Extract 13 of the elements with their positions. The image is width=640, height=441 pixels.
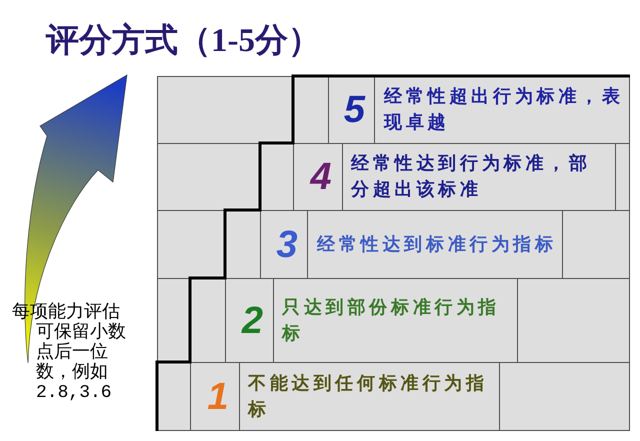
empty-cell: [562, 210, 630, 279]
score-cell: 3: [260, 210, 308, 279]
score-cell: 4: [293, 143, 343, 211]
description-cell: 只达到部份标准行为指标: [273, 278, 518, 363]
score-cell: 1: [190, 362, 240, 431]
description-cell: 经常性达到标准行为指标: [307, 210, 563, 279]
description-cell: 经常性达到行为标准，部分超出该标准: [342, 143, 616, 211]
score-cell: 5: [328, 76, 375, 144]
description-cell: 不能达到任何标准行为指标: [239, 362, 500, 431]
title: 评分方式（1-5分）: [46, 21, 321, 61]
score-cell: 2: [225, 278, 274, 363]
description-cell: 经常性超出行为标准，表现卓越: [374, 76, 630, 144]
empty-cell: [615, 143, 630, 211]
